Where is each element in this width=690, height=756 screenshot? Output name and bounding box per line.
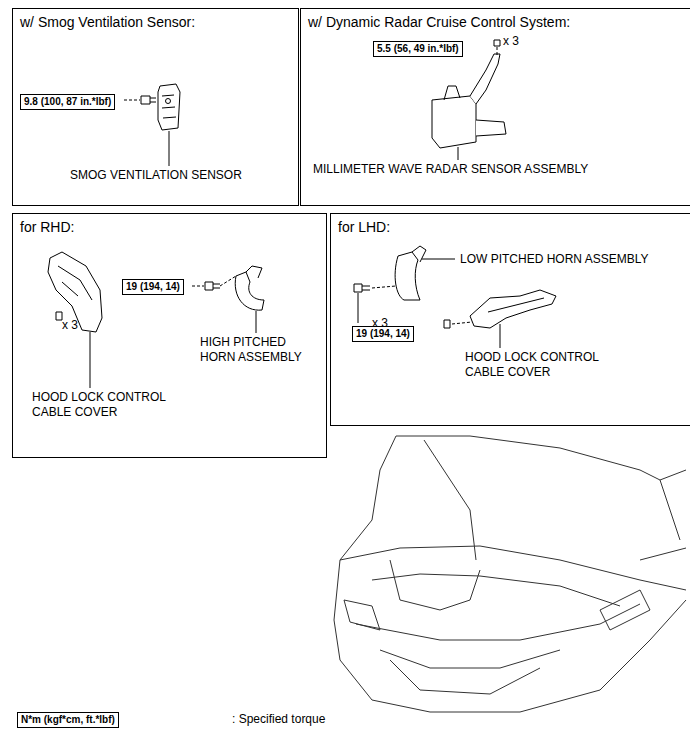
part-name: SMOG VENTILATION SENSOR xyxy=(70,168,242,183)
radar-bracket xyxy=(476,120,506,136)
headlamp xyxy=(600,590,650,630)
radar-tab xyxy=(444,86,460,100)
horn xyxy=(235,272,264,310)
panel-heading: w/ Smog Ventilation Sensor: xyxy=(13,9,298,30)
headlamp xyxy=(344,600,380,630)
panel-heading: for LHD: xyxy=(331,214,690,235)
torque-box: 9.8 (100, 87 in.*lbf) xyxy=(20,94,115,110)
leader-line xyxy=(169,131,170,166)
torque-value: N*m (kgf*cm, ft.*lbf) xyxy=(21,714,115,726)
engine xyxy=(390,560,480,610)
sensor-hole xyxy=(166,99,171,104)
dash-line xyxy=(124,100,140,101)
sensor-detail xyxy=(162,95,176,118)
hood-edge xyxy=(372,436,396,520)
part-name: HIGH PITCHED HORN ASSEMBLY xyxy=(200,335,318,365)
leader-line xyxy=(256,311,257,333)
bolt xyxy=(494,40,500,46)
body xyxy=(334,520,686,712)
leader-line xyxy=(500,324,501,348)
vehicle xyxy=(334,436,686,712)
torque-value: 5.5 (56, 49 in.*lbf) xyxy=(377,43,459,55)
dash-line xyxy=(220,276,236,286)
dash-line xyxy=(452,322,472,324)
hood-edge xyxy=(660,480,680,540)
bolt xyxy=(205,282,220,290)
dash-line xyxy=(372,286,396,288)
bumper xyxy=(356,604,640,640)
bolt xyxy=(56,312,62,320)
panel-heading: w/ Dynamic Radar Cruise Control System: xyxy=(301,9,690,30)
panel-heading: for RHD: xyxy=(13,214,326,235)
parts xyxy=(48,40,556,388)
cable-cover xyxy=(470,290,556,328)
torque-value: 9.8 (100, 87 in.*lbf) xyxy=(24,96,111,108)
torque-box: 19 (194, 14) xyxy=(122,279,184,295)
cable-cover xyxy=(48,252,102,332)
sensor xyxy=(158,84,180,130)
torque-box: 5.5 (56, 49 in.*lbf) xyxy=(373,41,463,57)
part-name: LOW PITCHED HORN ASSEMBLY xyxy=(460,252,648,267)
leader-line xyxy=(422,259,455,260)
hood-strut xyxy=(424,440,476,560)
bolt xyxy=(141,96,156,104)
radar-bracket xyxy=(470,54,500,104)
grille xyxy=(380,650,560,668)
engine xyxy=(372,574,620,606)
bolt xyxy=(354,284,370,292)
horn xyxy=(395,252,420,300)
windshield xyxy=(660,470,686,480)
horn-bracket xyxy=(412,246,426,262)
part-name: HOOD LOCK CONTROL CABLE COVER xyxy=(32,390,182,420)
dash-line xyxy=(192,286,204,287)
windshield xyxy=(640,548,686,560)
leader-line xyxy=(90,332,91,388)
legend-note: : Specified torque xyxy=(232,712,325,727)
horn-bracket xyxy=(246,266,262,278)
leader-line xyxy=(458,147,459,160)
bolt xyxy=(444,320,450,328)
dash-line xyxy=(497,47,498,56)
leader-line xyxy=(358,293,359,323)
part-name: MILLIMETER WAVE RADAR SENSOR ASSEMBLY xyxy=(313,162,588,177)
quantity: x 3 xyxy=(62,318,78,333)
radar-body xyxy=(432,96,476,148)
variant-panel: w/ Dynamic Radar Cruise Control System: 5… xyxy=(300,8,690,206)
torque-value: 19 (194, 14) xyxy=(126,281,180,293)
cover-detail xyxy=(488,298,544,312)
quantity: x 3 xyxy=(503,34,519,49)
cover-detail xyxy=(58,266,92,300)
part-name: HOOD LOCK CONTROL CABLE COVER xyxy=(465,350,615,380)
quantity: x 3 xyxy=(372,316,388,331)
torque-unit-box: N*m (kgf*cm, ft.*lbf) xyxy=(17,712,119,728)
grille xyxy=(390,660,540,694)
